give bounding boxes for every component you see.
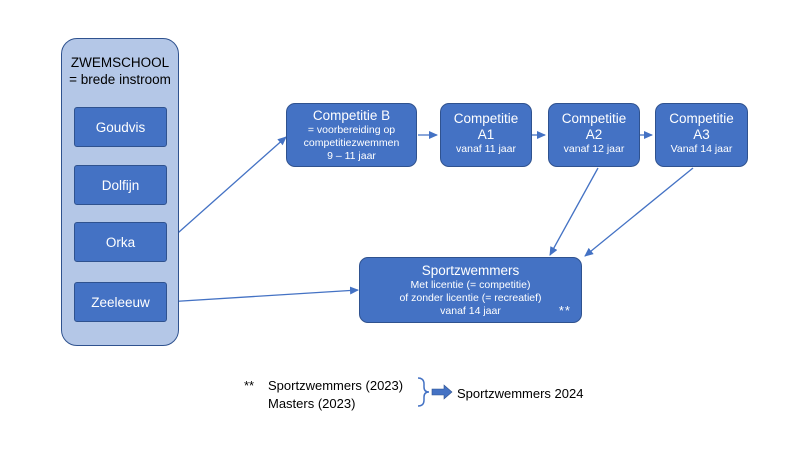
competitie-a3-sub: Vanaf 14 jaar — [670, 143, 733, 155]
arrow-a2-to-sportzwemmers — [549, 167, 599, 256]
level-goudvis: Goudvis — [74, 107, 167, 147]
legend-brace — [417, 377, 430, 407]
competitie-a3-title-2: A3 — [693, 127, 710, 142]
sportzwemmers-box: Sportzwemmers Met licentie (= competitie… — [359, 257, 582, 323]
legend-mark: ** — [244, 378, 255, 393]
sportzwemmers-line-3: vanaf 14 jaar — [440, 305, 501, 317]
level-dolfijn: Dolfijn — [74, 165, 167, 205]
competitie-b-box: Competitie B = voorbereiding op competit… — [286, 103, 417, 167]
competitie-a2-title-1: Competitie — [561, 111, 627, 126]
competitie-a1-title-2: A1 — [477, 127, 495, 142]
competitie-a3-box: Competitie A3 Vanaf 14 jaar — [655, 103, 748, 167]
competitie-a1-title-1: Competitie — [453, 111, 519, 126]
competitie-b-line-2: competitiezwemmen — [303, 137, 400, 149]
competitie-a1-sub: vanaf 11 jaar — [456, 143, 516, 155]
level-zeeleeuw: Zeeleeuw — [74, 282, 167, 322]
sportzwemmers-line-1: Met licentie (= competitie) — [410, 279, 531, 291]
zwemschool-subtitle: = brede instroom — [69, 72, 171, 87]
sportzwemmers-title: Sportzwemmers — [421, 263, 520, 278]
arrow-orka-to-competitie-b — [169, 136, 287, 241]
sportzwemmers-line-2: of zonder licentie (= recreatief) — [399, 292, 542, 304]
zwemschool-title: ZWEMSCHOOL — [70, 55, 170, 70]
zwemschool-heading: ZWEMSCHOOL = brede instroom — [61, 54, 179, 88]
competitie-a2-sub: vanaf 12 jaar — [563, 143, 625, 155]
arrow-zeeleeuw-to-sportzwemmers — [165, 286, 359, 303]
arrow-a3-to-sportzwemmers — [584, 167, 694, 257]
legend-line-1: Sportzwemmers (2023) — [268, 378, 404, 393]
competitie-a1-box: Competitie A1 vanaf 11 jaar — [440, 103, 532, 167]
legend-result: Sportzwemmers 2024 — [457, 386, 584, 401]
legend-line-2: Masters (2023) — [268, 396, 356, 411]
competitie-b-line-3: 9 – 11 jaar — [327, 150, 376, 162]
competitie-a3-title-1: Competitie — [669, 111, 734, 126]
level-orka: Orka — [74, 222, 167, 262]
competitie-b-line-1: = voorbereiding op — [307, 124, 396, 136]
legend-arrow — [431, 384, 453, 400]
sportzwemmers-mark: ** — [558, 303, 571, 318]
competitie-b-title: Competitie B — [312, 108, 391, 123]
competitie-a2-box: Competitie A2 vanaf 12 jaar — [548, 103, 640, 167]
competitie-a2-title-2: A2 — [585, 127, 603, 142]
